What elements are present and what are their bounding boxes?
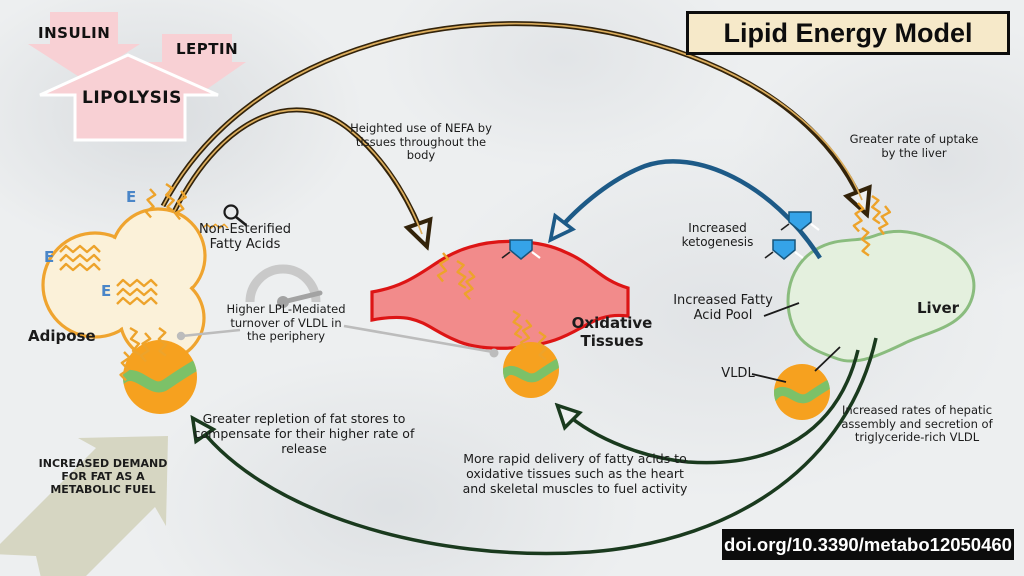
annotation-repletion: Greater repletion of fat stores to compe…	[193, 411, 415, 456]
annotation-ketogenesis: Increased ketogenesis	[681, 221, 754, 250]
insulin-down-arrow	[28, 12, 140, 80]
arrow-ketones-to-tissues	[552, 159, 822, 260]
annotation-fatty-acid-pool: Increased Fatty Acid Pool	[673, 293, 773, 324]
vldl-particle-adipose	[123, 340, 197, 414]
vldl-particle-liver	[774, 364, 830, 420]
e-marker-3: E	[101, 282, 112, 300]
ketone-icon-vessel	[501, 239, 541, 260]
magnifier-icon	[202, 204, 247, 229]
leader-line-fatty-acid-pool	[763, 302, 800, 317]
annotation-delivery: More rapid delivery of fatty acids to ox…	[462, 451, 688, 496]
lipolysis-label: LIPOLYSIS	[82, 88, 182, 108]
adipose-label: Adipose	[28, 327, 96, 345]
vldl-particle-oxidative	[503, 342, 559, 398]
demand-arrow-shape	[0, 436, 168, 576]
doi-reference: doi.org/10.3390/metabo12050460	[722, 529, 1014, 560]
demand-arrow-label: INCREASED DEMAND FOR FAT AS A METABOLIC …	[38, 457, 168, 496]
nefa-label: Non-Esterified Fatty Acids	[198, 222, 292, 253]
oxidative-tissue-shape	[370, 239, 630, 350]
page-title: Lipid Energy Model	[686, 11, 1010, 55]
arrow-vldl-delivery	[559, 349, 860, 465]
leader-line-vldl-label	[751, 373, 787, 383]
leader-line-liver-vldl	[814, 346, 841, 372]
annotation-vldl-secretion: Increased rates of hepatic assembly and …	[841, 403, 993, 445]
ketone-icon-liver-1	[780, 211, 820, 232]
insulin-label: INSULIN	[38, 24, 111, 42]
leptin-label: LEPTIN	[176, 40, 239, 58]
arrow-fat-repletion	[194, 337, 878, 556]
e-marker-2: E	[44, 248, 55, 266]
leptin-down-arrow	[148, 34, 246, 96]
arrow-nefa-to-tissues	[171, 107, 426, 244]
annotation-liver-uptake: Greater rate of uptake by the liver	[849, 132, 979, 160]
ketone-icon-liver-2	[764, 239, 804, 260]
leader-line-lpl-left	[176, 328, 241, 341]
oxidative-tissues-label: Oxidative Tissues	[571, 314, 653, 350]
annotation-lpl-turnover: Higher LPL-Mediated turnover of VLDL in …	[226, 302, 346, 344]
lipolysis-up-arrow	[39, 53, 219, 142]
annotation-nefa-use: Heighted use of NEFA by tissues througho…	[350, 121, 492, 163]
e-marker-1: E	[126, 188, 137, 206]
vldl-label: VLDL	[721, 366, 755, 381]
gauge-icon	[245, 264, 323, 308]
arrow-nefa-to-liver	[160, 21, 866, 212]
liver-label: Liver	[917, 299, 960, 317]
leader-line-lpl-right	[343, 324, 499, 358]
